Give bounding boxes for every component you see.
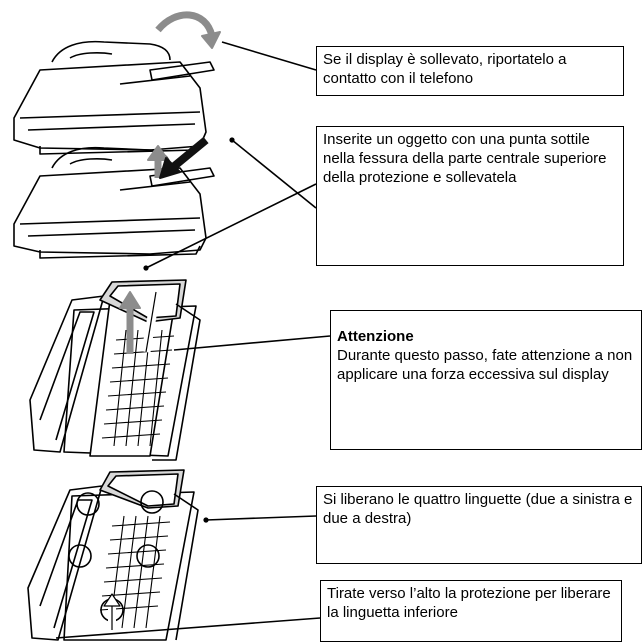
leader-line-4 bbox=[205, 515, 317, 521]
callout-step-3-warning: Attenzione Durante questo passo, fate at… bbox=[330, 310, 642, 450]
callout-step-3-heading: Attenzione bbox=[337, 328, 414, 345]
leader-line-2b bbox=[145, 183, 317, 269]
phone-side-view-1 bbox=[13, 40, 215, 155]
lift-arrow-icon bbox=[147, 145, 169, 178]
callout-step-3-text: Durante questo passo, fate attenzione a … bbox=[337, 347, 633, 383]
callout-step-1: Se il display è sollevato, riportatelo a… bbox=[316, 46, 624, 96]
phone-side-view-2 bbox=[13, 146, 215, 259]
callout-step-4: Si liberano le quattro linguette (due a … bbox=[316, 486, 642, 564]
callout-step-2-text: Inserite un oggetto con una punta sottil… bbox=[323, 131, 607, 186]
callout-step-4-text: Si liberano le quattro linguette (due a … bbox=[323, 491, 633, 527]
rotate-arrow-icon bbox=[155, 11, 221, 49]
lift-arrows-icon bbox=[119, 291, 161, 354]
leader-line-2a bbox=[231, 139, 317, 209]
callout-step-2: Inserite un oggetto con una punta sottil… bbox=[316, 126, 624, 266]
leader-line-1 bbox=[221, 41, 317, 71]
insert-arrow-icon bbox=[159, 136, 209, 179]
leader-line-3 bbox=[173, 335, 331, 351]
callout-step-1-text: Se il display è sollevato, riportatelo a… bbox=[323, 51, 567, 87]
phone-top-view-3 bbox=[29, 279, 201, 461]
pull-up-arrow-icon bbox=[103, 593, 121, 630]
leader-line-5 bbox=[55, 617, 321, 639]
callout-step-5: Tirate verso l’alto la protezione per li… bbox=[320, 580, 622, 642]
callout-step-5-text: Tirate verso l’alto la protezione per li… bbox=[327, 585, 611, 621]
